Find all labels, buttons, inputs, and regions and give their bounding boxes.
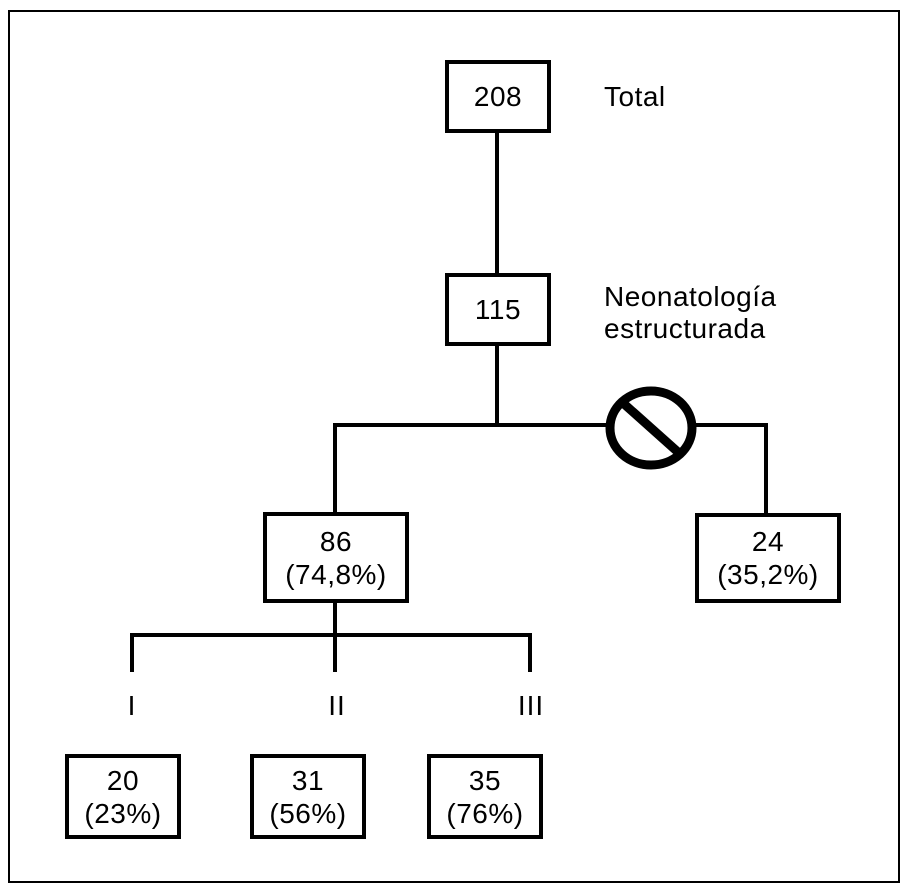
node-group-3-value: 35 [468,764,502,796]
node-excluded: 24 (35,2%) [695,513,841,603]
node-structured-label-line1: Neonatología [604,281,777,312]
connector-branch-to-followed [333,423,337,514]
node-structured-label: Neonatología estructurada [604,281,777,345]
figure-border [8,10,900,883]
node-structured-label-line2: estructurada [604,313,766,344]
node-group-2-value: 31 [291,764,325,796]
node-group-3-percent: (76%) [446,797,524,829]
node-followed-percent: (74,8%) [285,558,387,590]
connector-drop-group-3 [528,633,532,672]
group-3-label: III [517,690,545,721]
node-group-1: 20 (23%) [65,754,181,839]
connector-structured-branch [495,345,499,427]
connector-drop-group-1 [130,633,134,672]
node-group-1-percent: (23%) [84,797,162,829]
node-excluded-value: 24 [751,526,785,557]
node-structured-value: 115 [474,294,522,325]
node-group-2-percent: (56%) [269,797,347,829]
connector-drop-group-2 [333,633,337,672]
connector-groups-horizontal [130,633,532,637]
node-total: 208 [445,60,551,133]
node-total-label: Total [604,81,666,112]
connector-followed-to-groups [333,601,337,637]
node-excluded-percent: (35,2%) [717,559,819,590]
node-followed-value: 86 [319,525,353,557]
group-2-label: II [328,690,346,721]
node-followed: 86 (74,8%) [263,512,409,603]
connector-total-structured [495,132,499,274]
node-group-1-value: 20 [106,764,140,796]
connector-branch-to-excluded [764,423,768,515]
node-group-2: 31 (56%) [250,754,366,839]
node-group-3: 35 (76%) [427,754,543,839]
node-structured: 115 [445,273,551,346]
connector-branch-horizontal [333,423,768,427]
no-entry-icon [605,386,697,470]
group-1-label: I [127,690,137,721]
node-total-value: 208 [473,81,523,112]
